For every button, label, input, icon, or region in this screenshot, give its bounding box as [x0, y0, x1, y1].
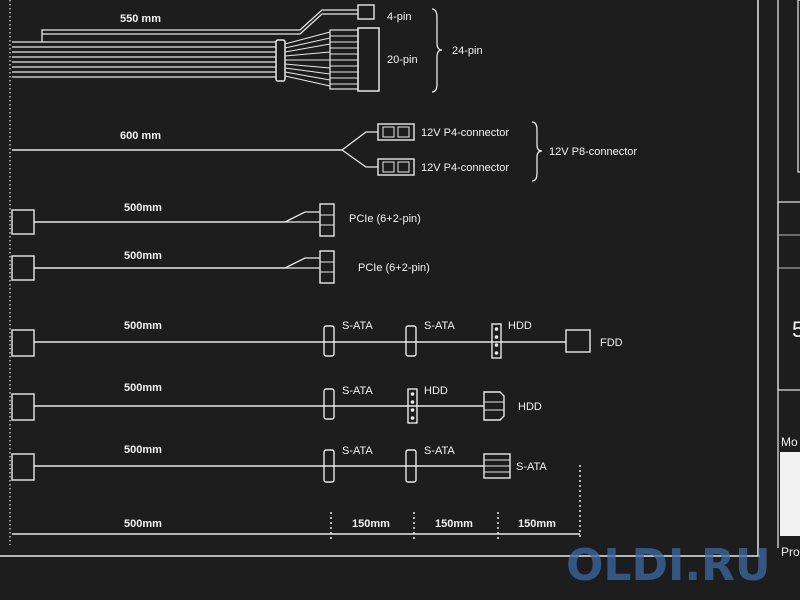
- atx-4pin-label: 4-pin: [387, 11, 411, 23]
- fdd-connector: [565, 329, 591, 353]
- peripheral-cable: [11, 388, 505, 424]
- atx-20pin-label: 20-pin: [387, 54, 418, 66]
- sata-connector: [323, 388, 335, 420]
- peripheral-cable: [11, 449, 511, 483]
- sata-connector: [405, 449, 417, 483]
- atx-cable: [12, 4, 443, 93]
- atx-4pin-connector: [357, 4, 375, 20]
- sata-connector: [323, 325, 335, 357]
- right-panel: 5 Mo Pro: [777, 0, 800, 559]
- sata-label: S-ATA: [342, 385, 373, 397]
- eps-p4-bottom-connector: [377, 158, 415, 176]
- atx-length: 550 mm: [120, 13, 161, 25]
- right-panel-mo: Mo: [781, 435, 798, 449]
- atx-brace: [431, 8, 443, 93]
- pcie-cable: [11, 203, 335, 237]
- scale-label-third: 150mm: [435, 518, 473, 530]
- sata-label: S-ATA: [342, 445, 373, 457]
- fdd-label: FDD: [600, 337, 623, 349]
- sata-connector: [405, 325, 417, 357]
- atx-main-bundle: [12, 41, 276, 78]
- peripheral-cable: [11, 323, 591, 359]
- right-panel-white-box: [780, 452, 800, 536]
- eps-p4-bottom-label: 12V P4-connector: [421, 162, 509, 174]
- pcie-connector: [319, 250, 335, 284]
- molex-connector: [491, 323, 502, 359]
- eps-p4-top-label: 12V P4-connector: [421, 127, 509, 139]
- eps-cable: [12, 121, 543, 182]
- sata-connector: [323, 449, 335, 483]
- right-panel-pro: Pro: [781, 545, 800, 559]
- peripheral-length: 500mm: [124, 382, 162, 394]
- peripheral-length: 500mm: [124, 320, 162, 332]
- atx-20pin-connector: [357, 27, 380, 92]
- pcie-connector: [319, 203, 335, 237]
- pcie-length: 500mm: [124, 202, 162, 214]
- watermark: OLDI.RU: [566, 540, 771, 591]
- scale-label-first: 500mm: [124, 518, 162, 530]
- pcie-cable: [11, 250, 335, 284]
- eps-p8-label: 12V P8-connector: [549, 146, 637, 158]
- pcie-length: 500mm: [124, 250, 162, 262]
- peripheral-length: 500mm: [124, 444, 162, 456]
- hdd-label: HDD: [508, 320, 532, 332]
- molex-connector: [407, 388, 418, 424]
- scale-label-second: 150mm: [352, 518, 390, 530]
- board-frame: [0, 0, 760, 557]
- hdd-label: HDD: [518, 401, 542, 413]
- scale-label-fourth: 150mm: [518, 518, 556, 530]
- sata-label: S-ATA: [424, 320, 455, 332]
- sata-label: S-ATA: [516, 461, 547, 473]
- pcie-label: PCIe (6+2-pin): [358, 262, 430, 274]
- length-scale: [12, 465, 581, 540]
- molex-pins: [494, 327, 499, 355]
- pcie-label: PCIe (6+2-pin): [349, 213, 421, 225]
- hdd-connector: [483, 391, 505, 421]
- right-panel-digit: 5: [792, 317, 800, 342]
- atx-24pin-label: 24-pin: [452, 45, 483, 57]
- molex-pins: [410, 392, 415, 420]
- eps-p4-top-connector: [377, 123, 415, 141]
- eps-length: 600 mm: [120, 130, 161, 142]
- sata-label: S-ATA: [342, 320, 373, 332]
- hdd-label: HDD: [424, 385, 448, 397]
- eps-brace: [531, 121, 543, 182]
- sata-label: S-ATA: [424, 445, 455, 457]
